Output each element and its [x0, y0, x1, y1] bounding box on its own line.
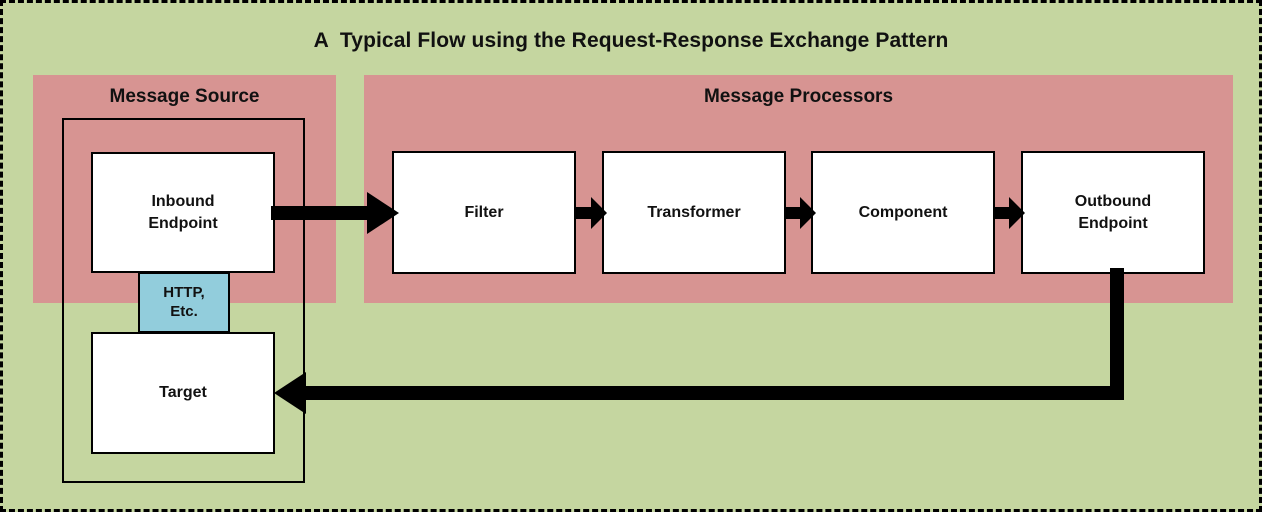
page-title: A Typical Flow using the Request-Respons… — [313, 29, 949, 52]
node-filter[interactable]: Filter — [392, 151, 576, 274]
node-component[interactable]: Component — [811, 151, 995, 274]
node-inbound-endpoint[interactable]: Inbound Endpoint — [91, 152, 275, 273]
node-transformer-label: Transformer — [647, 203, 741, 221]
protocol-label-line2: Etc. — [170, 302, 198, 320]
source-group-container — [62, 118, 305, 483]
node-component-label: Component — [858, 203, 948, 221]
node-outbound-endpoint-label: Outbound Endpoint — [1074, 192, 1152, 232]
protocol-label-line1: HTTP, — [163, 283, 205, 301]
node-filter-label: Filter — [464, 203, 504, 221]
node-transformer[interactable]: Transformer — [602, 151, 786, 274]
panel-message-processors-title: Message Processors — [703, 86, 894, 107]
node-target-label: Target — [159, 384, 207, 402]
node-outbound-endpoint[interactable]: Outbound Endpoint — [1021, 151, 1205, 274]
node-protocol-http[interactable]: HTTP, Etc. — [138, 272, 230, 333]
node-inbound-endpoint-label: Inbound Endpoint — [148, 192, 218, 232]
node-target[interactable]: Target — [91, 332, 275, 454]
panel-message-source-title: Message Source — [109, 86, 260, 107]
